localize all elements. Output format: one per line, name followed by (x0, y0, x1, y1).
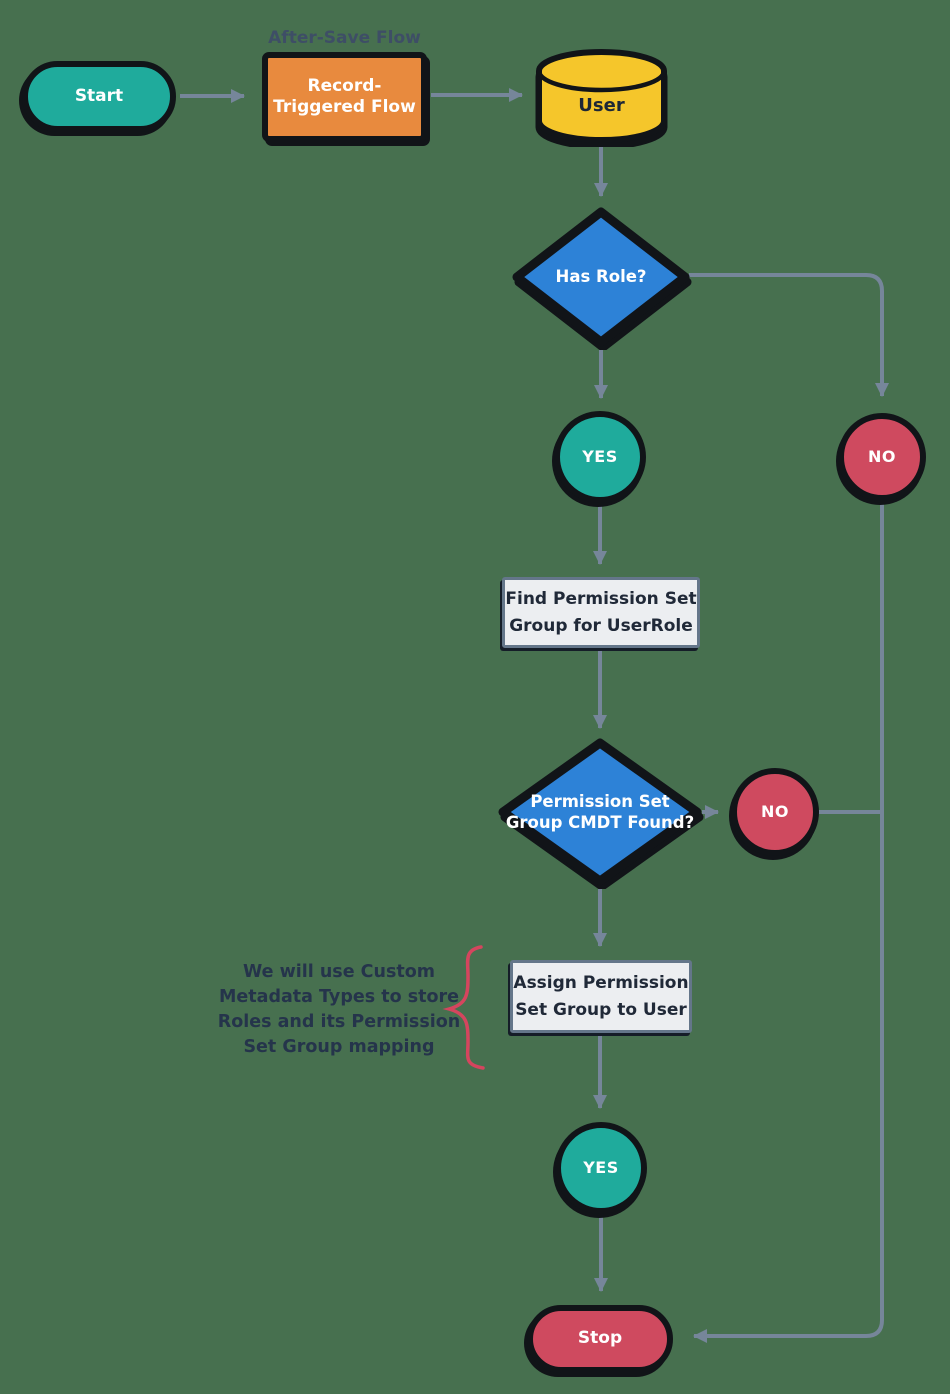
cmdt-found-label: Permission Set Group CMDT Found? (505, 791, 695, 832)
find-permission-set-group-node: Find Permission Set Group for UserRole (502, 577, 700, 648)
decision-diamond-icon (498, 738, 704, 891)
annotation-brace (442, 945, 485, 1070)
no-connector-1: NO (838, 413, 926, 501)
no-connector-2: NO (731, 768, 819, 856)
cmdt-found-decision-node: Permission Set Group CMDT Found? (495, 735, 705, 891)
has-role-label: Has Role? (555, 267, 647, 287)
start-node: Start (22, 61, 176, 132)
record-triggered-flow-node: Record- Triggered Flow (262, 52, 427, 142)
no-label: NO (761, 802, 789, 821)
assign-permission-set-group-node: Assign Permission Set Group to User (510, 960, 692, 1033)
record-triggered-flow-label: Record- Triggered Flow (273, 75, 416, 117)
edge-no-stop (693, 503, 884, 1343)
start-label: Start (74, 85, 124, 106)
stop-label: Stop (577, 1328, 623, 1349)
edge-hasrole-no (689, 273, 889, 397)
stop-node: Stop (527, 1305, 673, 1373)
yes-connector-1: YES (554, 411, 646, 503)
yes-label: YES (583, 1158, 619, 1177)
user-label: User (578, 94, 625, 116)
yes-label: YES (582, 447, 618, 466)
has-role-decision-node: Has Role? (509, 204, 693, 352)
find-permission-set-group-label: Find Permission Set Group for UserRole (505, 589, 697, 636)
flow-caption: After-Save Flow (268, 28, 421, 48)
decision-diamond-icon (512, 207, 692, 352)
annotation-note: We will use Custom Metadata Types to sto… (217, 962, 461, 1057)
database-cylinder-icon (535, 49, 668, 150)
yes-connector-2: YES (555, 1122, 647, 1214)
assign-permission-set-group-label: Assign Permission Set Group to User (513, 973, 689, 1020)
user-database-node: User (533, 46, 670, 150)
no-label: NO (868, 447, 896, 466)
